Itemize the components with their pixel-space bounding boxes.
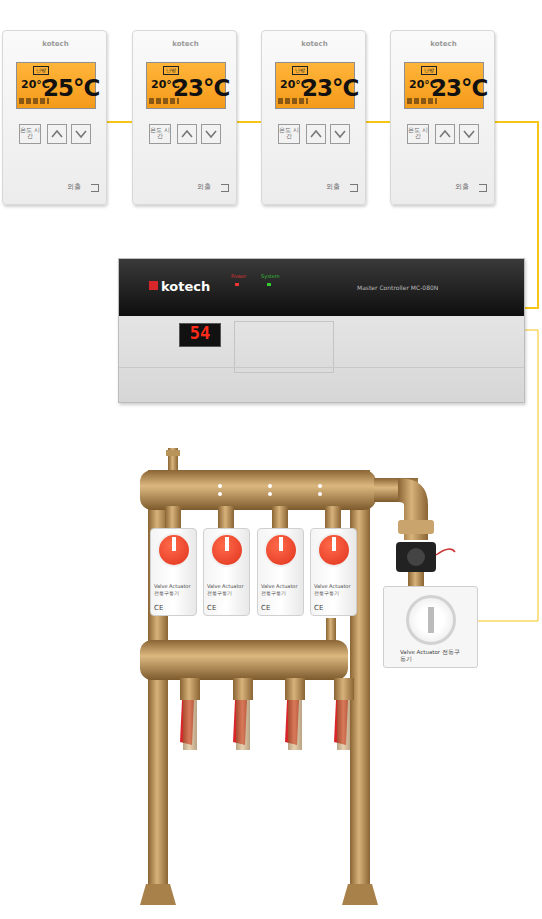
product-label: Valve Actuator 전동구동기: [400, 649, 465, 663]
dial-pointer: [428, 607, 434, 633]
away-label: 외출: [67, 184, 81, 191]
arrow-icon: [331, 125, 349, 143]
supply-pipe: [374, 478, 455, 586]
valve-actuator: Valve Actuator 전동구동기 CE: [310, 528, 357, 616]
arrow-stroke: [311, 131, 321, 137]
arrow-button: [47, 124, 67, 144]
button-label: 온도 시간: [149, 124, 171, 140]
arrow-button: [459, 124, 479, 144]
valve-actuator: Valve Actuator 전동구동기 CE: [150, 528, 197, 616]
button-label: 온도 시간: [407, 124, 429, 140]
arrow-button: [71, 124, 91, 144]
display-value: 54: [181, 325, 219, 342]
signal-wire: [237, 121, 261, 123]
set-temp: 23°C: [431, 77, 487, 100]
knob-mark: [332, 537, 336, 551]
knob-mark: [172, 537, 176, 551]
arrow-stroke: [464, 131, 474, 137]
away-label: 외출: [455, 184, 469, 191]
room-thermostat: kotech난방20°C23°C온도 시간외출: [390, 30, 495, 205]
ce-mark: CE: [261, 605, 270, 612]
ce-mark: CE: [314, 605, 323, 612]
arrow-button: [330, 124, 350, 144]
mode-indicator: 난방: [292, 66, 308, 75]
door-icon: [221, 184, 229, 192]
front-panel: [234, 321, 334, 373]
arrow-icon: [72, 125, 90, 143]
arrow-button: [306, 124, 326, 144]
away-label: 외출: [326, 184, 340, 191]
outlet-valves: [180, 678, 354, 750]
brand-logo: kotech: [262, 41, 367, 48]
power-led: [235, 283, 239, 286]
arrow-icon: [48, 125, 66, 143]
button-label: 온도 시간: [19, 124, 41, 140]
brand-logo: kotech: [391, 41, 496, 48]
door-icon: [479, 184, 487, 192]
arrow-stroke: [440, 131, 450, 137]
manifold-headers: [140, 470, 376, 680]
logo-mark: [149, 281, 158, 290]
button-label: 온도 시간: [278, 124, 300, 140]
set-temp: 25°C: [43, 77, 99, 100]
system-led: [267, 283, 271, 286]
manifold-legs: [140, 470, 378, 905]
arrow-stroke: [182, 131, 192, 137]
mode-indicator: 난방: [421, 66, 437, 75]
arrow-button: [177, 124, 197, 144]
away-label: 외출: [197, 184, 211, 191]
arrow-stroke: [335, 131, 345, 137]
product-label: Valve Actuator 전동구동기: [207, 583, 248, 596]
product-label: Valve Actuator 전동구동기: [261, 583, 302, 596]
product-label: Valve Actuator 전동구동기: [154, 583, 195, 596]
model-name: Master Controller MC-080N: [357, 285, 438, 291]
zone-actuator: Valve Actuator 전동구동기: [383, 586, 478, 668]
arrow-button: [435, 124, 455, 144]
arrow-icon: [460, 125, 478, 143]
brand-logo: kotech: [161, 280, 210, 293]
ce-mark: CE: [207, 605, 216, 612]
panel-seam: [119, 367, 524, 368]
arrow-button: [201, 124, 221, 144]
door-icon: [91, 184, 99, 192]
arrow-icon: [436, 125, 454, 143]
brand-logo: kotech: [3, 41, 108, 48]
room-thermostat: kotech난방20°C23°C온도 시간외출: [261, 30, 366, 205]
ce-mark: CE: [154, 605, 163, 612]
signal-wire: [107, 121, 132, 123]
signal-wire: [366, 121, 390, 123]
knob-mark: [279, 537, 283, 551]
set-temp: 23°C: [173, 77, 229, 100]
valve-actuator: Valve Actuator 전동구동기 CE: [257, 528, 304, 616]
led-label: Power: [231, 274, 246, 279]
arrow-icon: [307, 125, 325, 143]
arrow-stroke: [52, 131, 62, 137]
valve-actuator: Valve Actuator 전동구동기 CE: [203, 528, 250, 616]
room-thermostat: kotech난방20°C23°C온도 시간외출: [132, 30, 237, 205]
led-label: System: [261, 274, 280, 279]
mode-indicator: 난방: [33, 66, 49, 75]
set-temp: 23°C: [302, 77, 358, 100]
mode-indicator: 난방: [163, 66, 179, 75]
knob-mark: [225, 537, 229, 551]
product-label: Valve Actuator 전동구동기: [314, 583, 355, 596]
master-controller: kotech Power SystemMaster Controller MC-08…: [118, 258, 525, 403]
door-icon: [350, 184, 358, 192]
room-thermostat: kotech난방20°C25°C온도 시간외출: [2, 30, 107, 205]
brand-logo: kotech: [133, 41, 238, 48]
arrow-stroke: [76, 131, 86, 137]
arrow-stroke: [206, 131, 216, 137]
arrow-icon: [178, 125, 196, 143]
arrow-icon: [202, 125, 220, 143]
